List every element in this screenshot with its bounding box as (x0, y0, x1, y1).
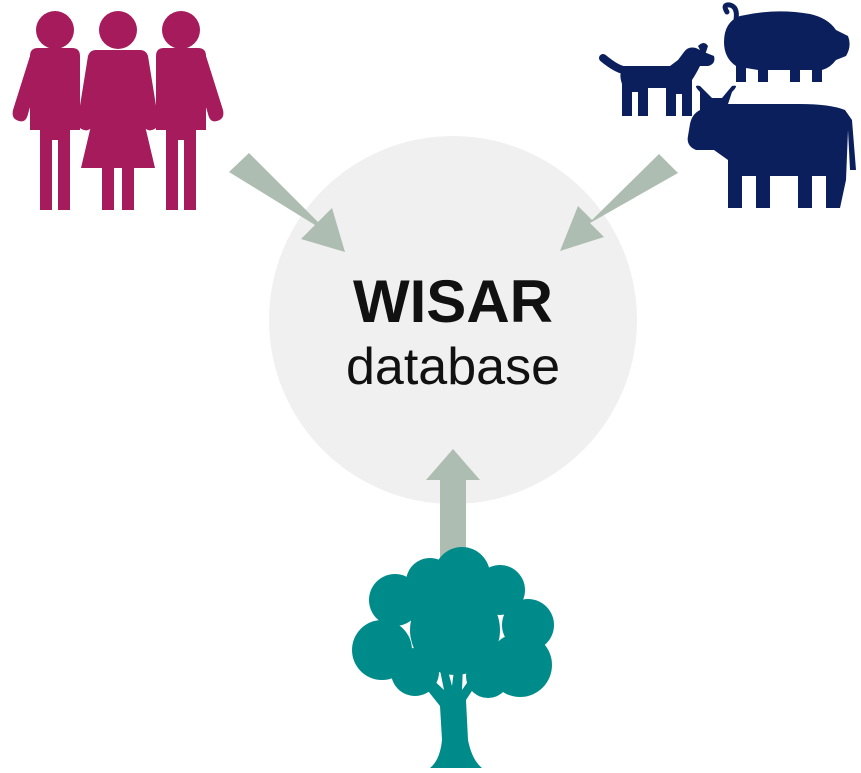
pig-icon (722, 2, 850, 82)
database-title: WISAR (353, 268, 553, 335)
database-subtitle: database (346, 338, 560, 396)
woman-icon (77, 11, 159, 210)
arrow-from-people (229, 153, 345, 252)
animals-icon (599, 2, 856, 208)
man-right-icon (156, 11, 224, 210)
database-circle (269, 136, 637, 504)
arrow-from-animals (560, 154, 678, 251)
cow-icon (687, 85, 856, 208)
man-left-icon (12, 11, 80, 210)
tree-icon (352, 547, 554, 768)
dog-icon (599, 43, 715, 116)
people-icon (12, 11, 224, 210)
arrow-from-tree (426, 449, 480, 580)
